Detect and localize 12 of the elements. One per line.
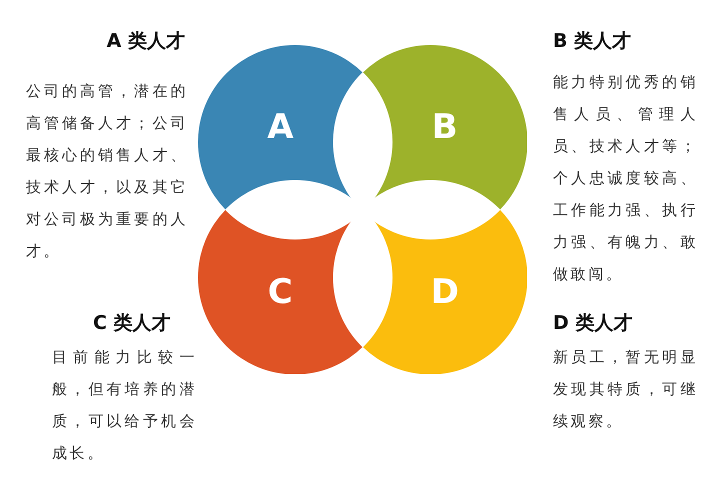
category-heading: D 类人才: [553, 311, 632, 335]
description-text: 新员工，暂无明显发现其特质，可继续观察。: [553, 347, 698, 432]
category-heading: C 类人才: [93, 311, 171, 335]
category-heading: B 类人才: [553, 29, 632, 53]
description-text: 能力特别优秀的销售人员、管理人员、技术人才等；个人忠诚度较高、工作能力强、执行力强、有魄力、敢做敢闯。: [553, 72, 698, 285]
circle-letter: B: [432, 110, 458, 144]
category-heading: A 类人才: [106, 29, 185, 53]
description-text: 公司的高管，潜在的高管储备人才；公司最核心的销售人才、技术人才，以及其它对公司极为重要的人才。: [26, 81, 188, 262]
circle-letter: D: [430, 274, 459, 309]
circle-letter: C: [268, 274, 293, 309]
description-text: 目前能力比较一般，但有培养的潜质，可以给予机会成长。: [52, 347, 197, 464]
circle-letter: A: [267, 110, 294, 144]
